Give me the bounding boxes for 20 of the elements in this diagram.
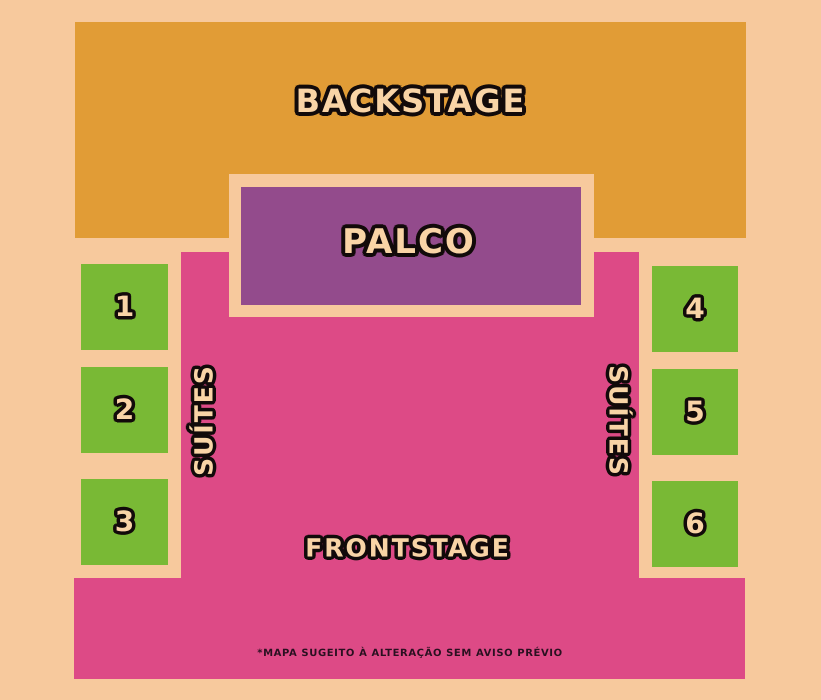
disclaimer-note: *MAPA SUGEITO À ALTERAÇÃO SEM AVISO PRÉVIO xyxy=(257,649,563,659)
stage-area xyxy=(241,187,581,305)
suite-number: 6 xyxy=(685,510,705,538)
suite-number: 2 xyxy=(114,396,134,424)
suite-box xyxy=(81,479,168,565)
frontstage-area xyxy=(74,252,745,679)
suite-box xyxy=(652,369,738,455)
area-label: PALCO xyxy=(342,225,476,259)
section-label: SUÍTES xyxy=(606,365,630,477)
suite-number: 5 xyxy=(685,398,705,426)
section-label: SUÍTES xyxy=(192,364,216,476)
suite-number: 4 xyxy=(685,295,705,323)
suite-box xyxy=(81,264,168,350)
area-label: FRONTSTAGE xyxy=(305,536,511,560)
suite-box xyxy=(652,266,738,352)
area-label: BACKSTAGE xyxy=(296,85,526,117)
suite-number: 1 xyxy=(114,293,134,321)
suite-box xyxy=(652,481,738,567)
suite-number: 3 xyxy=(114,508,134,536)
suite-box xyxy=(81,367,168,453)
